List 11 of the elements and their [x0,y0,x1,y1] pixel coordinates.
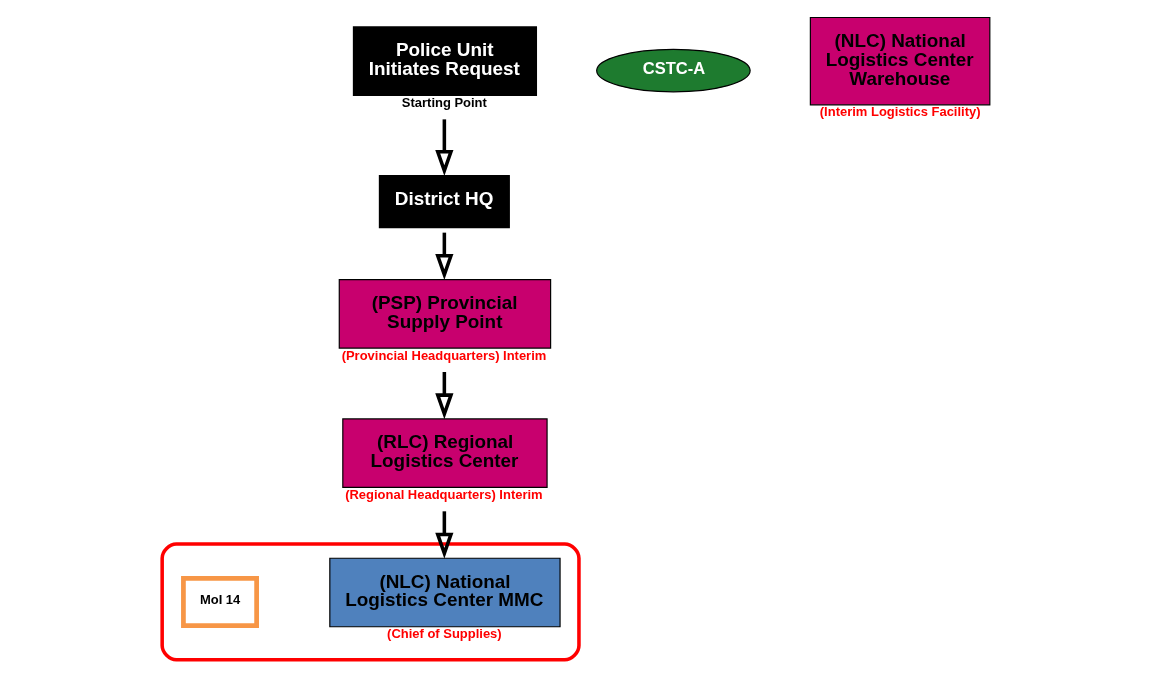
arrow [434,232,453,280]
node-label: Starting Point [401,94,487,110]
arrow [434,511,453,559]
node-label: (Provincial Headquarters) Interim [341,347,546,363]
node-label: (Interim Logistics Facility) [819,104,981,120]
arrow [434,119,453,177]
node-label: (Regional Headquarters) Interim [344,486,543,502]
node-label: (Chief of Supplies) [386,626,502,642]
cluster [159,542,581,662]
arrow [434,372,453,420]
node-ellipse: CSTC-A [595,48,751,93]
